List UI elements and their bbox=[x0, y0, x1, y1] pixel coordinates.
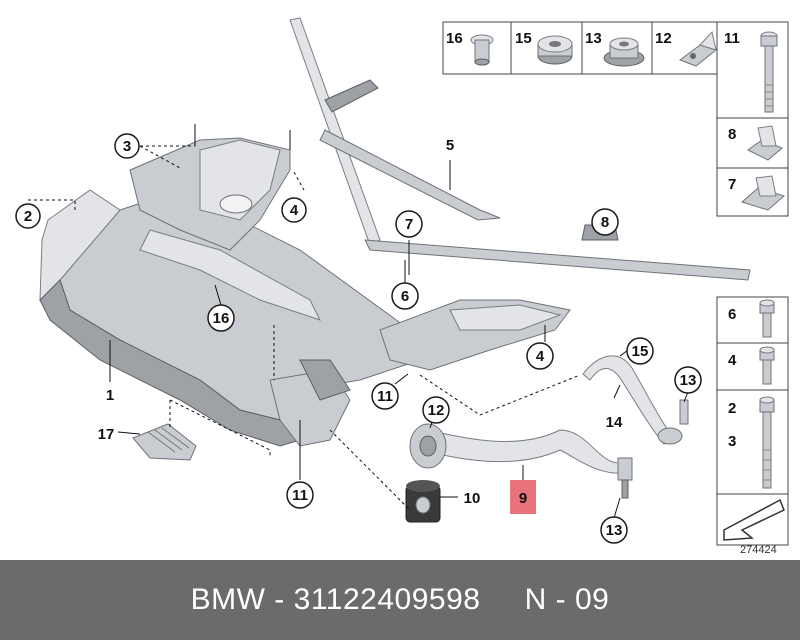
part-number-banner: BMW - 31122409598 N - 09 bbox=[0, 560, 800, 640]
bolt-11-icon bbox=[760, 31, 778, 113]
strut-brace bbox=[289, 17, 751, 281]
grid-label-13: 13 bbox=[585, 30, 602, 47]
front-axle-subframe bbox=[39, 189, 421, 447]
callout-17: 17 bbox=[98, 426, 115, 443]
svg-text:15: 15 bbox=[632, 343, 649, 360]
callout-6: 6 bbox=[391, 282, 419, 310]
svg-text:13: 13 bbox=[606, 522, 623, 539]
rubber-mount bbox=[405, 480, 441, 523]
hex-nut-15-icon bbox=[537, 35, 573, 65]
svg-text:1: 1 bbox=[106, 387, 114, 404]
clip-nut-12-icon bbox=[678, 30, 718, 67]
callout-4-lower: 4 bbox=[526, 342, 554, 370]
bolt-2-3-icon bbox=[759, 396, 775, 489]
clip-nut-8-icon bbox=[747, 125, 783, 161]
callout-16: 16 bbox=[207, 304, 235, 332]
parts-diagram: 16 15 13 12 bbox=[15, 17, 789, 556]
brand-separator: - bbox=[265, 583, 294, 616]
callout-3: 3 bbox=[114, 133, 140, 159]
parts-grid-top: 16 15 13 12 bbox=[442, 21, 718, 75]
leader-lines bbox=[28, 124, 689, 519]
callout-8: 8 bbox=[591, 208, 619, 236]
callout-11-center: 11 bbox=[371, 382, 399, 410]
svg-text:12: 12 bbox=[428, 402, 445, 419]
grid-label-7: 7 bbox=[728, 176, 736, 193]
parts-grid-right: 11 8 7 bbox=[716, 21, 789, 217]
right-bracket bbox=[379, 299, 571, 371]
callout-5: 5 bbox=[446, 137, 454, 154]
grid-label-2: 2 bbox=[728, 400, 736, 417]
svg-text:14: 14 bbox=[606, 414, 623, 431]
svg-text:11: 11 bbox=[377, 388, 393, 405]
svg-text:4: 4 bbox=[536, 348, 545, 365]
drawing-number: 274424 bbox=[740, 544, 777, 556]
banner-gap bbox=[480, 583, 524, 617]
svg-text:9: 9 bbox=[519, 490, 527, 507]
protection-plate bbox=[132, 423, 197, 461]
callout-2: 2 bbox=[15, 203, 41, 229]
svg-text:13: 13 bbox=[680, 372, 697, 389]
callout-13-bottom: 13 bbox=[600, 516, 628, 544]
callout-15: 15 bbox=[626, 337, 654, 365]
collar-nut-13-icon bbox=[603, 37, 645, 67]
bolt-4-icon bbox=[759, 346, 775, 385]
svg-text:8: 8 bbox=[601, 214, 609, 231]
grid-label-3: 3 bbox=[728, 433, 736, 450]
svg-text:11: 11 bbox=[292, 487, 308, 504]
svg-text:10: 10 bbox=[464, 490, 481, 507]
clip-nut-7-icon bbox=[740, 175, 786, 211]
callout-9: 9 bbox=[510, 480, 536, 514]
svg-text:4: 4 bbox=[290, 202, 299, 219]
callout-4-upper: 4 bbox=[281, 197, 307, 223]
callout-11-left: 11 bbox=[286, 481, 314, 509]
tension-strut bbox=[582, 355, 689, 445]
parts-grid-right-bottom: 6 4 2 3 274424 bbox=[716, 296, 789, 556]
callout-13-right: 13 bbox=[674, 366, 702, 394]
grid-label-4: 4 bbox=[728, 352, 737, 369]
svg-text:16: 16 bbox=[213, 310, 230, 327]
svg-text:7: 7 bbox=[405, 216, 413, 233]
svg-text:2: 2 bbox=[24, 208, 32, 225]
callout-7: 7 bbox=[395, 210, 423, 238]
control-arm bbox=[409, 423, 633, 499]
brand-name: BMW bbox=[190, 583, 266, 616]
callout-14: 14 bbox=[606, 414, 623, 431]
callout-10: 10 bbox=[464, 490, 481, 507]
bolt-6-icon bbox=[759, 299, 775, 338]
svg-text:17: 17 bbox=[98, 426, 115, 443]
callout-1: 1 bbox=[106, 387, 114, 404]
svg-text:5: 5 bbox=[446, 137, 454, 154]
grid-label-11: 11 bbox=[724, 30, 740, 47]
callout-12: 12 bbox=[422, 396, 450, 424]
direction-arrow-icon bbox=[723, 498, 785, 541]
grid-label-12: 12 bbox=[655, 30, 672, 47]
part-number: 31122409598 bbox=[293, 583, 481, 616]
strut-bracket bbox=[129, 137, 291, 251]
svg-text:3: 3 bbox=[123, 138, 131, 155]
grid-label-15: 15 bbox=[515, 30, 532, 47]
grid-label-6: 6 bbox=[728, 306, 736, 323]
grid-label-16: 16 bbox=[446, 30, 463, 47]
rivet-nut-16-icon bbox=[470, 34, 494, 66]
grid-label-8: 8 bbox=[728, 126, 736, 143]
position-code: N - 09 bbox=[524, 583, 610, 616]
svg-text:6: 6 bbox=[401, 288, 409, 305]
